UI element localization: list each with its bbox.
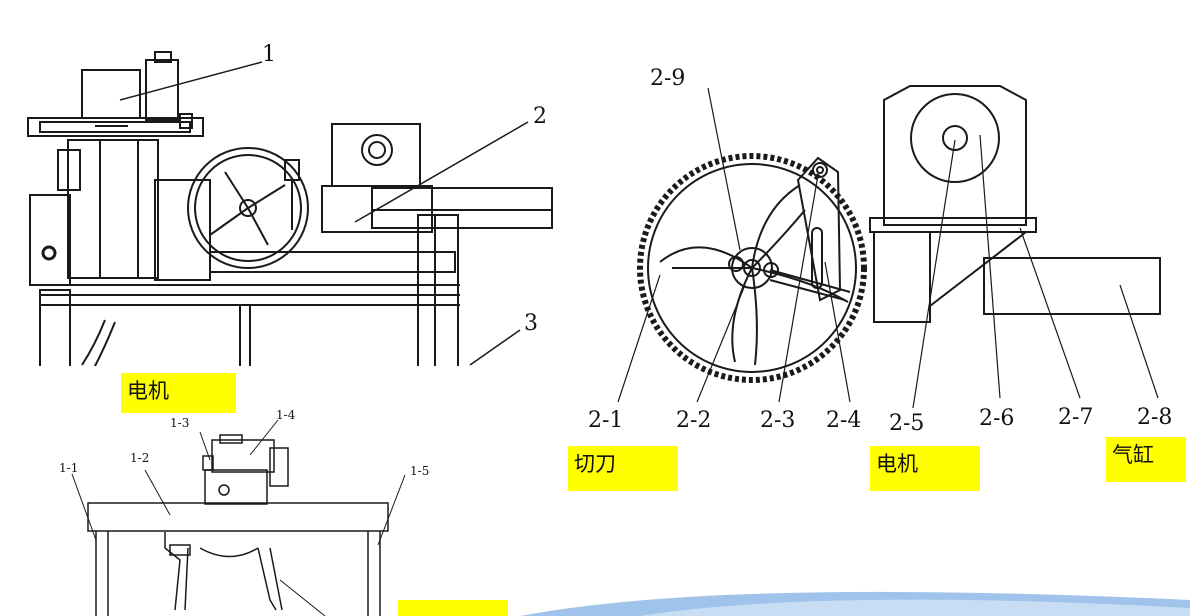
cylinder-highlight: 气缸 <box>1106 437 1186 482</box>
cutter-label-2-9: 2-9 <box>650 66 686 91</box>
cutter-highlight: 切刀 <box>568 446 678 491</box>
motor-unit-label-1-1: 1-1 <box>59 461 79 475</box>
cutter-label-2-5: 2-5 <box>889 411 925 436</box>
motor-unit-label-1-2: 1-2 <box>130 451 150 465</box>
cutter-label-2-2: 2-2 <box>676 408 712 433</box>
assembly-label-1: 1 <box>262 42 276 67</box>
motor-highlight-photo: 电机 <box>121 373 236 413</box>
assembly-label-2: 2 <box>533 104 547 129</box>
motor-unit-label-1-3: 1-3 <box>170 416 190 430</box>
assembly-drawing <box>26 51 566 380</box>
motor-highlight-cutter: 电机 <box>870 446 980 491</box>
cut-off-highlight <box>398 600 508 616</box>
motor-unit-label-1-4: 1-4 <box>276 408 296 422</box>
cutter-label-2-4: 2-4 <box>826 408 862 433</box>
cutter-label-2-8: 2-8 <box>1137 405 1173 430</box>
assembly-label-3: 3 <box>524 311 538 336</box>
cutter-label-2-7: 2-7 <box>1058 405 1094 430</box>
cutter-label-2-6: 2-6 <box>979 406 1015 431</box>
cutter-label-2-1: 2-1 <box>588 408 624 433</box>
cutter-label-2-3: 2-3 <box>760 408 796 433</box>
decorative-wave <box>520 591 1190 616</box>
motor-unit-label-1-5: 1-5 <box>410 464 430 478</box>
